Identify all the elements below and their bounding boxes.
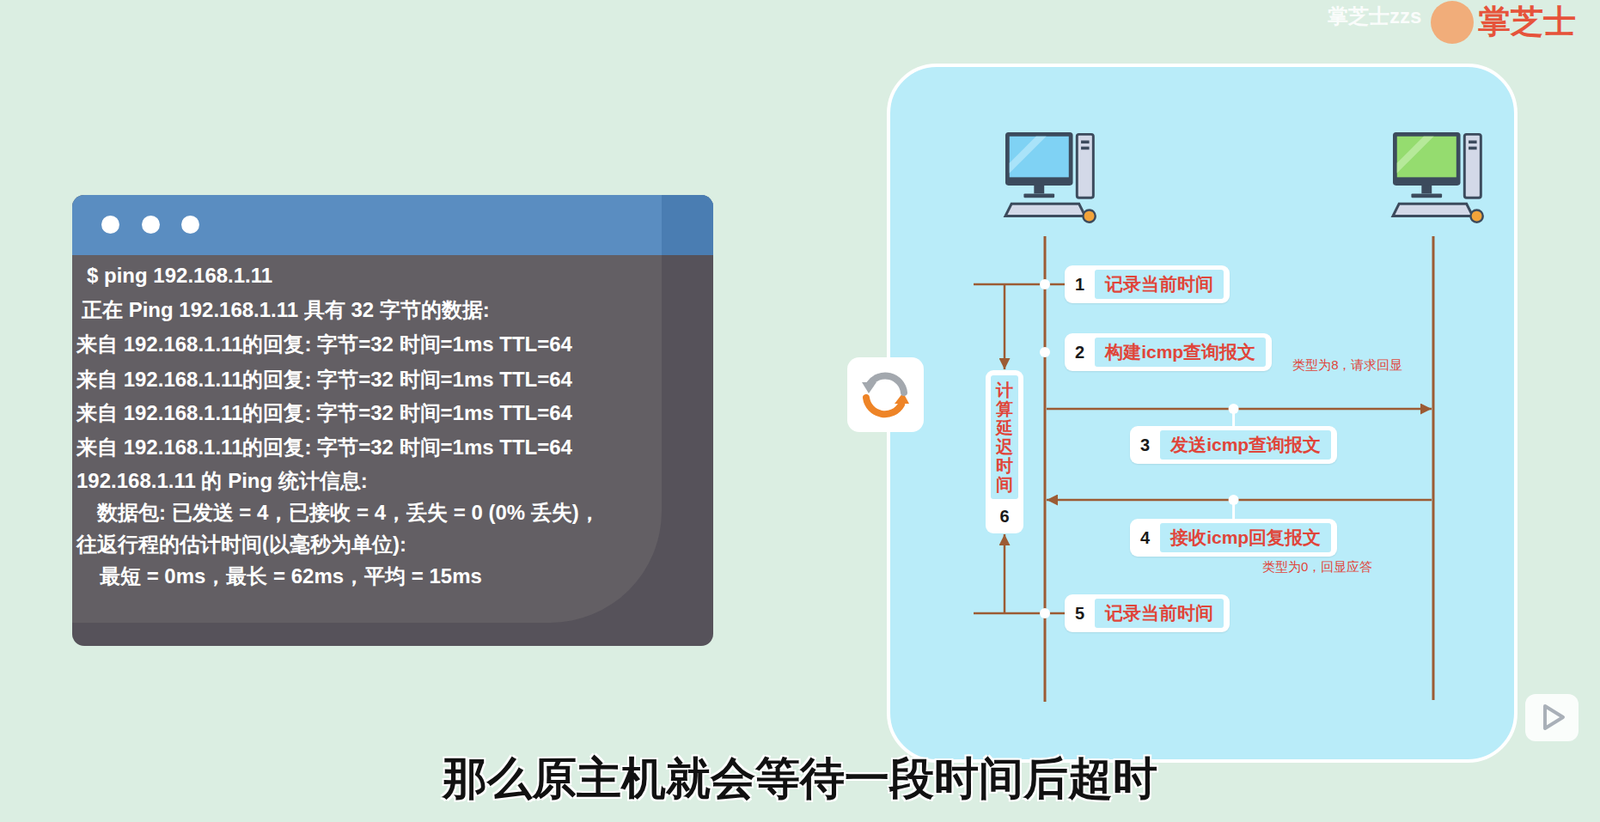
terminal-line-slot: 来自 192.168.1.11的回复: 字节=32 时间=1ms TTL=64 (76, 331, 573, 358)
type-note: 类型为8，请求回显 (1292, 357, 1403, 373)
step-label: 构建icmp查询报文 (1094, 337, 1266, 367)
terminal-line-slot: 来自 192.168.1.11的回复: 字节=32 时间=1ms TTL=64 (76, 366, 573, 393)
step-box: 2 构建icmp查询报文 (1064, 333, 1272, 372)
step-label: 接收icmp回复报文 (1160, 523, 1332, 553)
terminal-line-slot: 来自 192.168.1.11的回复: 字节=32 时间=1ms TTL=64 (76, 434, 573, 461)
step-box: 6 计算延迟时间 (985, 370, 1024, 534)
step-number: 6 (999, 506, 1009, 527)
terminal-text: 来自 192.168.1.11的回复: 字节=32 时间=1ms TTL=64 (76, 400, 573, 427)
step-box: 1 记录当前时间 (1064, 265, 1230, 304)
refresh-icon-bg (847, 357, 924, 433)
subtitle: 那么原主机就会等待一段时间后超时 (442, 752, 1158, 805)
monitor-base (1023, 193, 1055, 198)
monitor-base (1410, 193, 1442, 198)
monitor-stand (1421, 185, 1432, 195)
terminal-text: 192.168.1.11 的 Ping 统计信息: (76, 468, 368, 495)
terminal-text: 往返行程的估计时间(以毫秒为单位): (76, 531, 407, 558)
lifeline-dot (1039, 347, 1051, 358)
step-label: 记录当前时间 (1094, 598, 1224, 629)
screen-shine (1397, 136, 1435, 174)
terminal-text: 最短 = 0ms，最长 = 62ms，平均 = 15ms (99, 563, 483, 590)
sequence-panel (888, 65, 1516, 762)
step-label: 记录当前时间 (1094, 269, 1224, 300)
terminal-line-slot: 数据包: 已发送 = 4，已接收 = 4，丢失 = 0 (0% 丢失)， (97, 500, 600, 526)
title-bar (72, 195, 714, 256)
timing-bracket (973, 534, 1065, 614)
play-button (1525, 694, 1579, 742)
terminal-line-slot: 正在 Ping 192.168.1.11 具有 32 字节的数据: (81, 297, 490, 324)
caption-slot: 那么原主机就会等待一段时间后超时 (0, 751, 1600, 807)
computer-icon (1392, 132, 1484, 223)
attach-dot (1228, 494, 1240, 506)
screen (1009, 136, 1069, 178)
label-slot: 类型为8，请求回显 (1292, 357, 1403, 373)
terminal-text: 来自 192.168.1.11的回复: 字节=32 时间=1ms TTL=64 (76, 434, 573, 461)
tower-slot (1080, 146, 1090, 151)
lifeline-dot (1039, 608, 1051, 619)
step-number: 5 (1074, 603, 1085, 624)
window-dot (101, 215, 120, 234)
refresh-arc (866, 397, 902, 415)
attach-dot (1228, 403, 1240, 415)
step-number: 1 (1074, 274, 1085, 295)
screen-shine (1009, 136, 1047, 174)
monitor-stand (1033, 185, 1045, 195)
terminal-text: $ ping 192.168.1.11 (86, 262, 273, 289)
tower-slot (1080, 140, 1090, 145)
lifeline (1044, 236, 1047, 703)
terminal-line-slot: 往返行程的估计时间(以毫秒为单位): (76, 531, 407, 558)
terminal-text: 来自 192.168.1.11的回复: 字节=32 时间=1ms TTL=64 (76, 331, 573, 358)
lifeline (1432, 236, 1436, 701)
type-note: 类型为0，回显应答 (1262, 559, 1373, 575)
window-dot (141, 215, 160, 234)
label-slot: 类型为0，回显应答 (1262, 559, 1373, 575)
step-number: 3 (1140, 434, 1150, 456)
computer-icon (1005, 132, 1096, 223)
tower-slot (1468, 140, 1478, 145)
terminal-line-slot: $ ping 192.168.1.11 (86, 262, 273, 289)
terminal-text: 正在 Ping 192.168.1.11 具有 32 字节的数据: (81, 297, 490, 324)
terminal-line-slot: 192.168.1.11 的 Ping 统计信息: (76, 468, 368, 495)
terminal-line-slot: 来自 192.168.1.11的回复: 字节=32 时间=1ms TTL=64 (76, 400, 573, 427)
title-bar-shade (661, 195, 714, 256)
step-box: 4 接收icmp回复报文 (1129, 519, 1338, 557)
tower (1076, 134, 1094, 198)
terminal-text: 数据包: 已发送 = 4，已接收 = 4，丢失 = 0 (0% 丢失)， (97, 500, 600, 526)
message-arrow (1046, 499, 1432, 502)
window-dot (181, 215, 200, 234)
step-number: 2 (1074, 341, 1085, 363)
terminal-line-slot: 最短 = 0ms，最长 = 62ms，平均 = 15ms (99, 563, 483, 590)
refresh-arrow-head (861, 382, 877, 394)
step-box: 5 记录当前时间 (1064, 594, 1230, 633)
terminal-text: 来自 192.168.1.11的回复: 字节=32 时间=1ms TTL=64 (76, 366, 573, 393)
keyboard (1392, 203, 1473, 216)
logo-text: 掌芝士 (1477, 3, 1576, 40)
step-label: 发送icmp查询报文 (1160, 430, 1332, 460)
tower (1464, 134, 1481, 198)
tower-slot (1468, 146, 1478, 151)
label-slot: 掌芝士zzs (1327, 3, 1422, 30)
screen (1397, 136, 1457, 178)
watermark: 掌芝士zzs (1327, 4, 1422, 28)
step-label: 计算延迟时间 (990, 375, 1019, 500)
terminal-window: $ ping 192.168.1.11 正在 Ping 192.168.1.11 … (72, 195, 714, 647)
message-arrow (1046, 408, 1432, 411)
step-number: 4 (1140, 527, 1150, 549)
label-slot: 掌芝士 (1477, 1, 1576, 42)
mouse (1470, 209, 1483, 222)
play-triangle (1545, 706, 1564, 729)
step-box: 3 发送icmp查询报文 (1129, 426, 1338, 465)
logo-circle (1430, 0, 1474, 44)
monitor (1392, 132, 1461, 186)
keyboard (1005, 203, 1086, 216)
monitor (1005, 132, 1074, 186)
timing-bracket (973, 284, 1065, 370)
lifeline-dot (1039, 279, 1051, 290)
mouse (1082, 209, 1095, 222)
